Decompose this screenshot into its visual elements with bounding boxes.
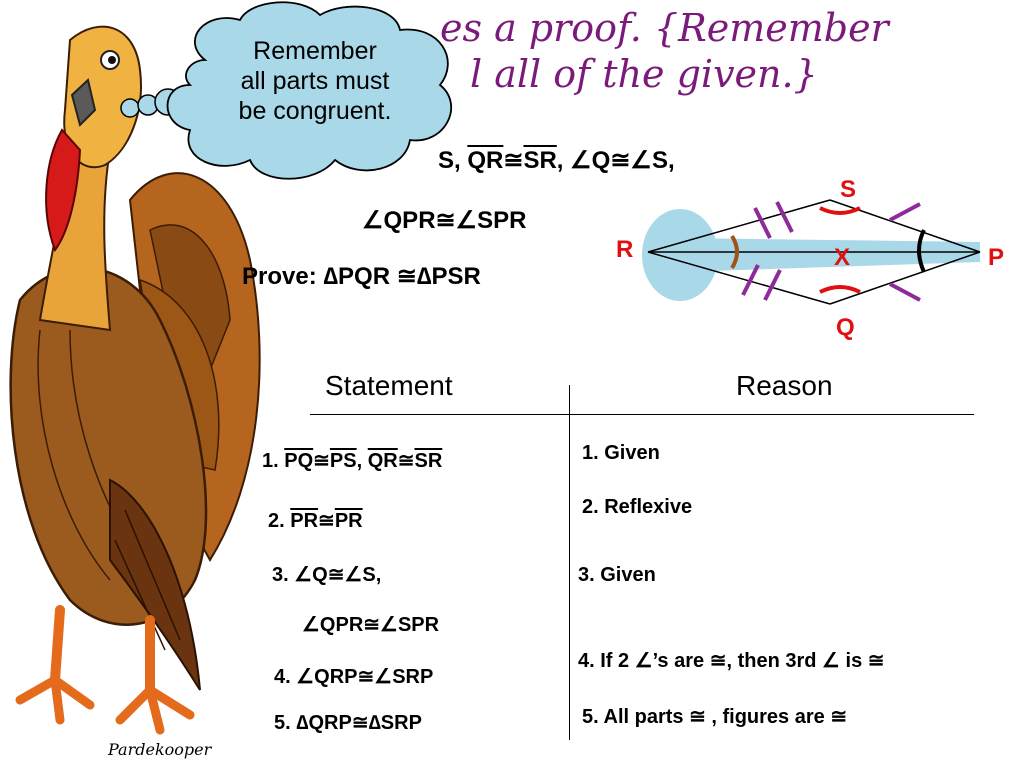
- given-seg-qr: QR: [467, 147, 504, 174]
- reason-5: 5. All parts ≅ , figures are ≅: [582, 706, 848, 728]
- statement-2-seg-a: PR: [290, 510, 319, 532]
- reason-1: 1. Given: [582, 442, 660, 464]
- geometry-diagram: [642, 199, 981, 305]
- table-horizontal-rule: [310, 414, 974, 415]
- statement-4: 4. ∠QRP≅∠SRP: [274, 666, 434, 688]
- given-prefix: S,: [438, 147, 468, 174]
- reason-2: 2. Reflexive: [582, 496, 693, 518]
- statement-3: 3. ∠Q≅∠S,: [272, 564, 382, 586]
- bubble-line-2: all parts must: [240, 67, 390, 95]
- given-seg-sr: SR: [523, 147, 557, 174]
- bubble-line-1: Remember: [253, 37, 377, 65]
- statement-2-cong: ≅: [318, 510, 335, 532]
- reason-3: 3. Given: [578, 564, 656, 586]
- title-line-2: l all of the given.}: [470, 52, 818, 96]
- given-line-1: S, QR≅SR, ∠Q≅∠S,: [438, 146, 675, 175]
- statement-3b: ∠QPR≅∠SPR: [302, 614, 440, 636]
- statement-2: 2. PR≅PR: [268, 508, 363, 533]
- prove-statement: Prove: ∆PQR ≅∆PSR: [242, 263, 481, 290]
- statement-1-cong-a: ≅: [313, 450, 330, 472]
- statement-2-seg-b: PR: [334, 510, 363, 532]
- statement-1-seg-sr: SR: [414, 450, 443, 472]
- label-q: Q: [836, 314, 855, 341]
- statement-1-seg-ps: PS: [329, 450, 357, 472]
- turkey-illustration: [9, 25, 261, 735]
- bubble-line-3: be congruent.: [238, 97, 392, 125]
- given-line-2: ∠QPR≅∠SPR: [362, 207, 527, 234]
- bubble-text: Remember all parts must be congruent.: [190, 36, 440, 126]
- statement-2-num: 2.: [268, 510, 291, 532]
- statement-1-comma: ,: [356, 450, 368, 472]
- statement-1-num: 1.: [262, 450, 285, 472]
- statement-1-seg-qr: QR: [367, 450, 398, 472]
- label-p: P: [988, 244, 1005, 271]
- statement-1-seg-pq: PQ: [284, 450, 314, 472]
- thought-bubble: [120, 1, 452, 180]
- header-statement: Statement: [325, 370, 453, 401]
- label-s: S: [840, 176, 857, 203]
- author-credit: Pardekooper: [108, 740, 212, 759]
- statement-1-cong-b: ≅: [397, 450, 415, 472]
- title-line-1: es a proof. {Remember: [440, 6, 889, 50]
- statement-5: 5. ∆QRP≅∆SRP: [274, 712, 422, 734]
- given-angles: , ∠Q≅∠S,: [556, 147, 675, 174]
- reason-4: 4. If 2 ∠’s are ≅, then 3rd ∠ is ≅: [578, 650, 885, 672]
- statement-1: 1. PQ≅PS, QR≅SR: [262, 448, 442, 473]
- label-x: X: [834, 244, 851, 271]
- header-reason: Reason: [736, 370, 833, 401]
- label-r: R: [616, 236, 634, 263]
- given-congruent: ≅: [503, 147, 524, 174]
- table-vertical-rule: [569, 385, 570, 740]
